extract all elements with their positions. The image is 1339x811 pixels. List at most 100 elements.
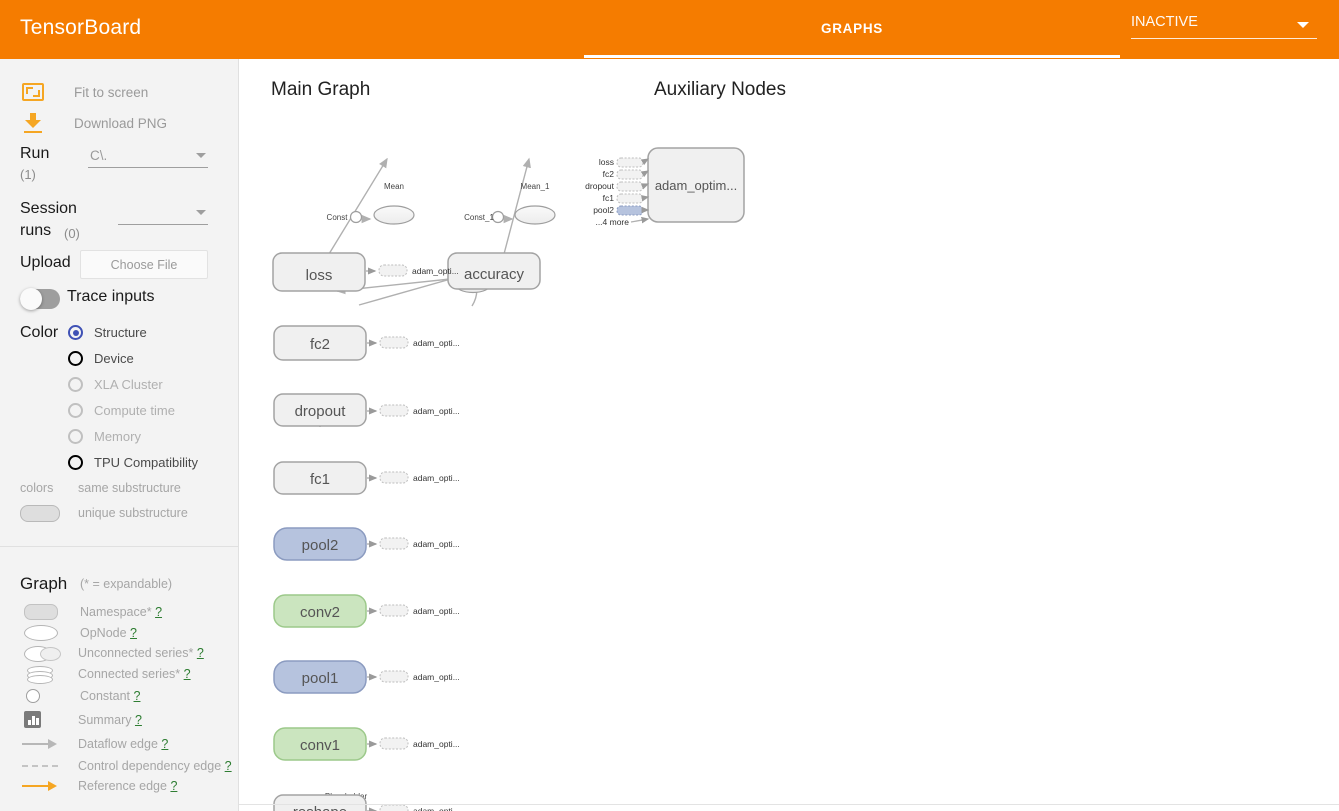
same-substructure-label: same substructure <box>78 481 181 495</box>
color-option-device[interactable]: Device <box>68 351 134 366</box>
optimizer-stub-reshape[interactable]: adam_opti... <box>367 804 460 811</box>
help-icon[interactable]: ? <box>196 646 204 660</box>
tab-active-underline <box>584 55 1120 58</box>
legend-label: Reference edge <box>78 779 167 793</box>
choose-file-button[interactable]: Choose File <box>80 250 208 279</box>
trace-inputs-toggle[interactable] <box>20 288 60 310</box>
download-png-label: Download PNG <box>74 115 168 131</box>
legend-label: Connected series* <box>78 667 181 681</box>
node-label: conv1 <box>300 737 340 754</box>
help-icon[interactable]: ? <box>133 689 141 703</box>
aux-input-label: loss <box>599 157 614 167</box>
aux-input-label: dropout <box>585 181 614 191</box>
sidebar: Fit to screen Download PNG Run (1) C\. S… <box>0 59 239 811</box>
help-icon[interactable]: ? <box>155 605 163 619</box>
color-option-label: Memory <box>94 429 141 444</box>
download-png-button[interactable]: Download PNG <box>22 113 167 133</box>
aux-input-label: pool2 <box>593 205 614 215</box>
color-option-label: Structure <box>94 325 147 340</box>
graph-canvas[interactable]: Main Graph Auxiliary Nodes <box>239 59 1339 811</box>
graph-node-loss[interactable]: loss <box>272 252 366 292</box>
optimizer-stub-fc2[interactable]: adam_opti... <box>367 336 460 349</box>
optimizer-stub-pool1[interactable]: adam_opti... <box>367 670 460 683</box>
help-icon[interactable]: ? <box>224 759 232 773</box>
radio-icon <box>68 325 83 340</box>
aux-input-loss[interactable]: loss <box>599 157 650 168</box>
graph-node-pool2[interactable]: pool2 <box>273 527 367 561</box>
main-graph-title: Main Graph <box>271 79 371 100</box>
legend-label: Namespace* <box>80 605 152 619</box>
optimizer-stub-pool2[interactable]: adam_opti... <box>367 537 460 550</box>
legend-item-opnode: OpNode ? <box>24 625 137 641</box>
help-icon[interactable]: ? <box>170 779 178 793</box>
graph-node-accuracy[interactable]: accuracy <box>447 252 541 290</box>
optimizer-stub-conv1[interactable]: adam_opti... <box>367 737 460 750</box>
legend-item-dataflow-edge: Dataflow edge ? <box>22 737 168 751</box>
help-icon[interactable]: ? <box>161 737 169 751</box>
node-label: fc1 <box>310 471 330 488</box>
color-option-tpu-compatibility[interactable]: TPU Compatibility <box>68 455 198 470</box>
graph-node-conv2[interactable]: conv2 <box>273 594 367 628</box>
graph-node-reshape[interactable]: reshape <box>273 794 367 811</box>
session-runs-select[interactable] <box>118 204 208 225</box>
radio-icon <box>68 377 83 392</box>
run-select-value: C\. <box>90 148 108 163</box>
reference-edge-icon <box>22 781 58 791</box>
graph-node-fc2[interactable]: fc2 <box>273 325 367 361</box>
graph-node-conv1[interactable]: conv1 <box>273 727 367 761</box>
app-title: TensorBoard <box>20 16 142 39</box>
graph-node-dropout[interactable]: dropout <box>273 393 367 427</box>
run-select[interactable]: C\. <box>88 147 208 168</box>
dropdown-underline <box>1131 38 1317 39</box>
divider <box>0 546 239 547</box>
aux-input-pool2[interactable]: pool2 <box>593 205 650 216</box>
node-label: fc2 <box>310 336 330 353</box>
color-option-structure[interactable]: Structure <box>68 325 147 340</box>
connected-series-icon <box>27 666 53 684</box>
mean-node <box>373 205 415 225</box>
help-icon[interactable]: ? <box>134 712 142 727</box>
expandable-hint: (* = expandable) <box>80 577 173 591</box>
radio-icon <box>68 455 83 470</box>
color-option-xla-cluster[interactable]: XLA Cluster <box>68 377 163 392</box>
legend-item-connected-series: Connected series* ? <box>27 666 191 684</box>
graph-svg[interactable]: Const Mean Const_1 Mean_1 Placehold... P… <box>239 59 1339 811</box>
aux-input-label: fc1 <box>603 193 615 203</box>
color-option-memory[interactable]: Memory <box>68 429 141 444</box>
legend-item-control-dependency-edge: Control dependency edge ? <box>22 759 232 773</box>
colors-label: colors <box>20 481 54 495</box>
optimizer-stub-dropout[interactable]: adam_opti... <box>367 404 460 417</box>
graph-node-pool1[interactable]: pool1 <box>273 660 367 694</box>
tab-graphs[interactable]: GRAPHS <box>821 21 883 36</box>
mean-label: Mean <box>384 182 404 191</box>
legend-item-reference-edge: Reference edge ? <box>22 779 177 793</box>
optimizer-stub-loss[interactable]: adam_opti... <box>366 264 459 277</box>
aux-input-more[interactable]: ...4 more <box>595 216 650 227</box>
aux-input-fc1[interactable]: fc1 <box>603 193 650 204</box>
optimizer-stub-fc1[interactable]: adam_opti... <box>367 471 460 484</box>
fit-to-screen-icon <box>22 83 44 101</box>
graph-node-fc1[interactable]: fc1 <box>273 461 367 495</box>
legend-item-constant: Constant ? <box>26 689 140 703</box>
run-status-dropdown[interactable]: INACTIVE <box>1131 14 1317 44</box>
const-1-label: Const_1 <box>464 213 494 222</box>
aux-input-fc2[interactable]: fc2 <box>603 169 650 180</box>
help-icon[interactable]: ? <box>183 667 191 681</box>
session-runs-label: Session <box>20 200 77 217</box>
const-label: Const <box>327 213 349 222</box>
legend-label: Control dependency edge <box>78 759 222 773</box>
node-label: pool1 <box>302 670 339 687</box>
optimizer-stub-label: adam_opti... <box>413 739 460 749</box>
radio-icon <box>68 429 83 444</box>
optimizer-stub-conv2[interactable]: adam_opti... <box>367 604 460 617</box>
optimizer-stub-label: adam_opti... <box>413 806 460 811</box>
legend-item-unconnected-series: Unconnected series* ? <box>24 646 204 662</box>
aux-input-dropout[interactable]: dropout <box>585 181 650 192</box>
node-label: pool2 <box>302 537 339 554</box>
color-option-compute-time[interactable]: Compute time <box>68 403 175 418</box>
auxiliary-node-group[interactable]: adam_optim... <box>647 147 745 223</box>
help-icon[interactable]: ? <box>130 626 137 640</box>
optimizer-stub-label: adam_opti... <box>413 672 460 682</box>
fit-to-screen-button[interactable]: Fit to screen <box>22 83 148 101</box>
color-option-label: Compute time <box>94 403 175 418</box>
